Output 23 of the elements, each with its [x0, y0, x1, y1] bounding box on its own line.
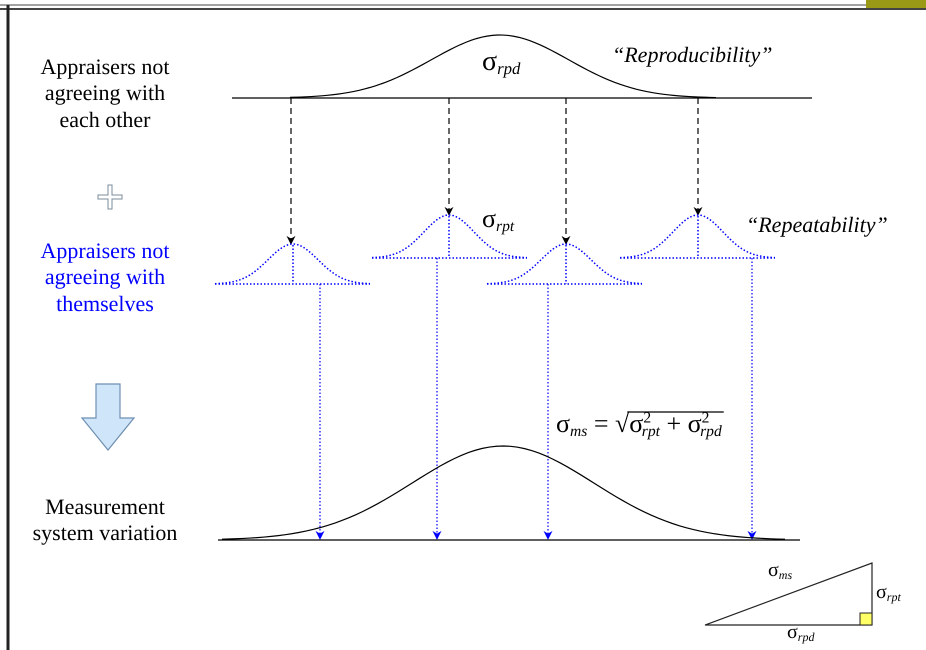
sigma-label: σ$_{rpt}$	[482, 203, 514, 237]
description-text: Appraisers not agreeing with themselves	[40, 238, 170, 318]
arrow	[748, 258, 756, 540]
arrow	[544, 284, 552, 540]
description-text: Measurement system variation	[32, 494, 178, 547]
dotted-distribution-curve	[487, 244, 642, 285]
distribution-curve	[232, 35, 812, 99]
annotation-text: “Reproducibility”	[612, 42, 773, 68]
annotation-text: “Repeatability”	[746, 212, 888, 238]
dotted-distribution-curve	[215, 244, 370, 285]
distribution-curve	[218, 446, 800, 541]
arrow	[694, 98, 702, 216]
sigma-label: σ$_{rpt}$	[876, 580, 901, 604]
description-text: Appraisers not agreeing with each other	[40, 54, 170, 134]
arrow	[562, 98, 570, 245]
sigma-label: σ$_{rpd}$	[787, 620, 814, 644]
sigma-label: σ$_{rpd}$	[482, 45, 520, 80]
arrow	[316, 284, 324, 540]
arrow	[286, 98, 296, 245]
arrow	[432, 258, 442, 540]
arrow	[444, 98, 454, 216]
dotted-distribution-curve	[372, 215, 527, 259]
sigma-label: σ$_{ms}$	[768, 558, 792, 582]
